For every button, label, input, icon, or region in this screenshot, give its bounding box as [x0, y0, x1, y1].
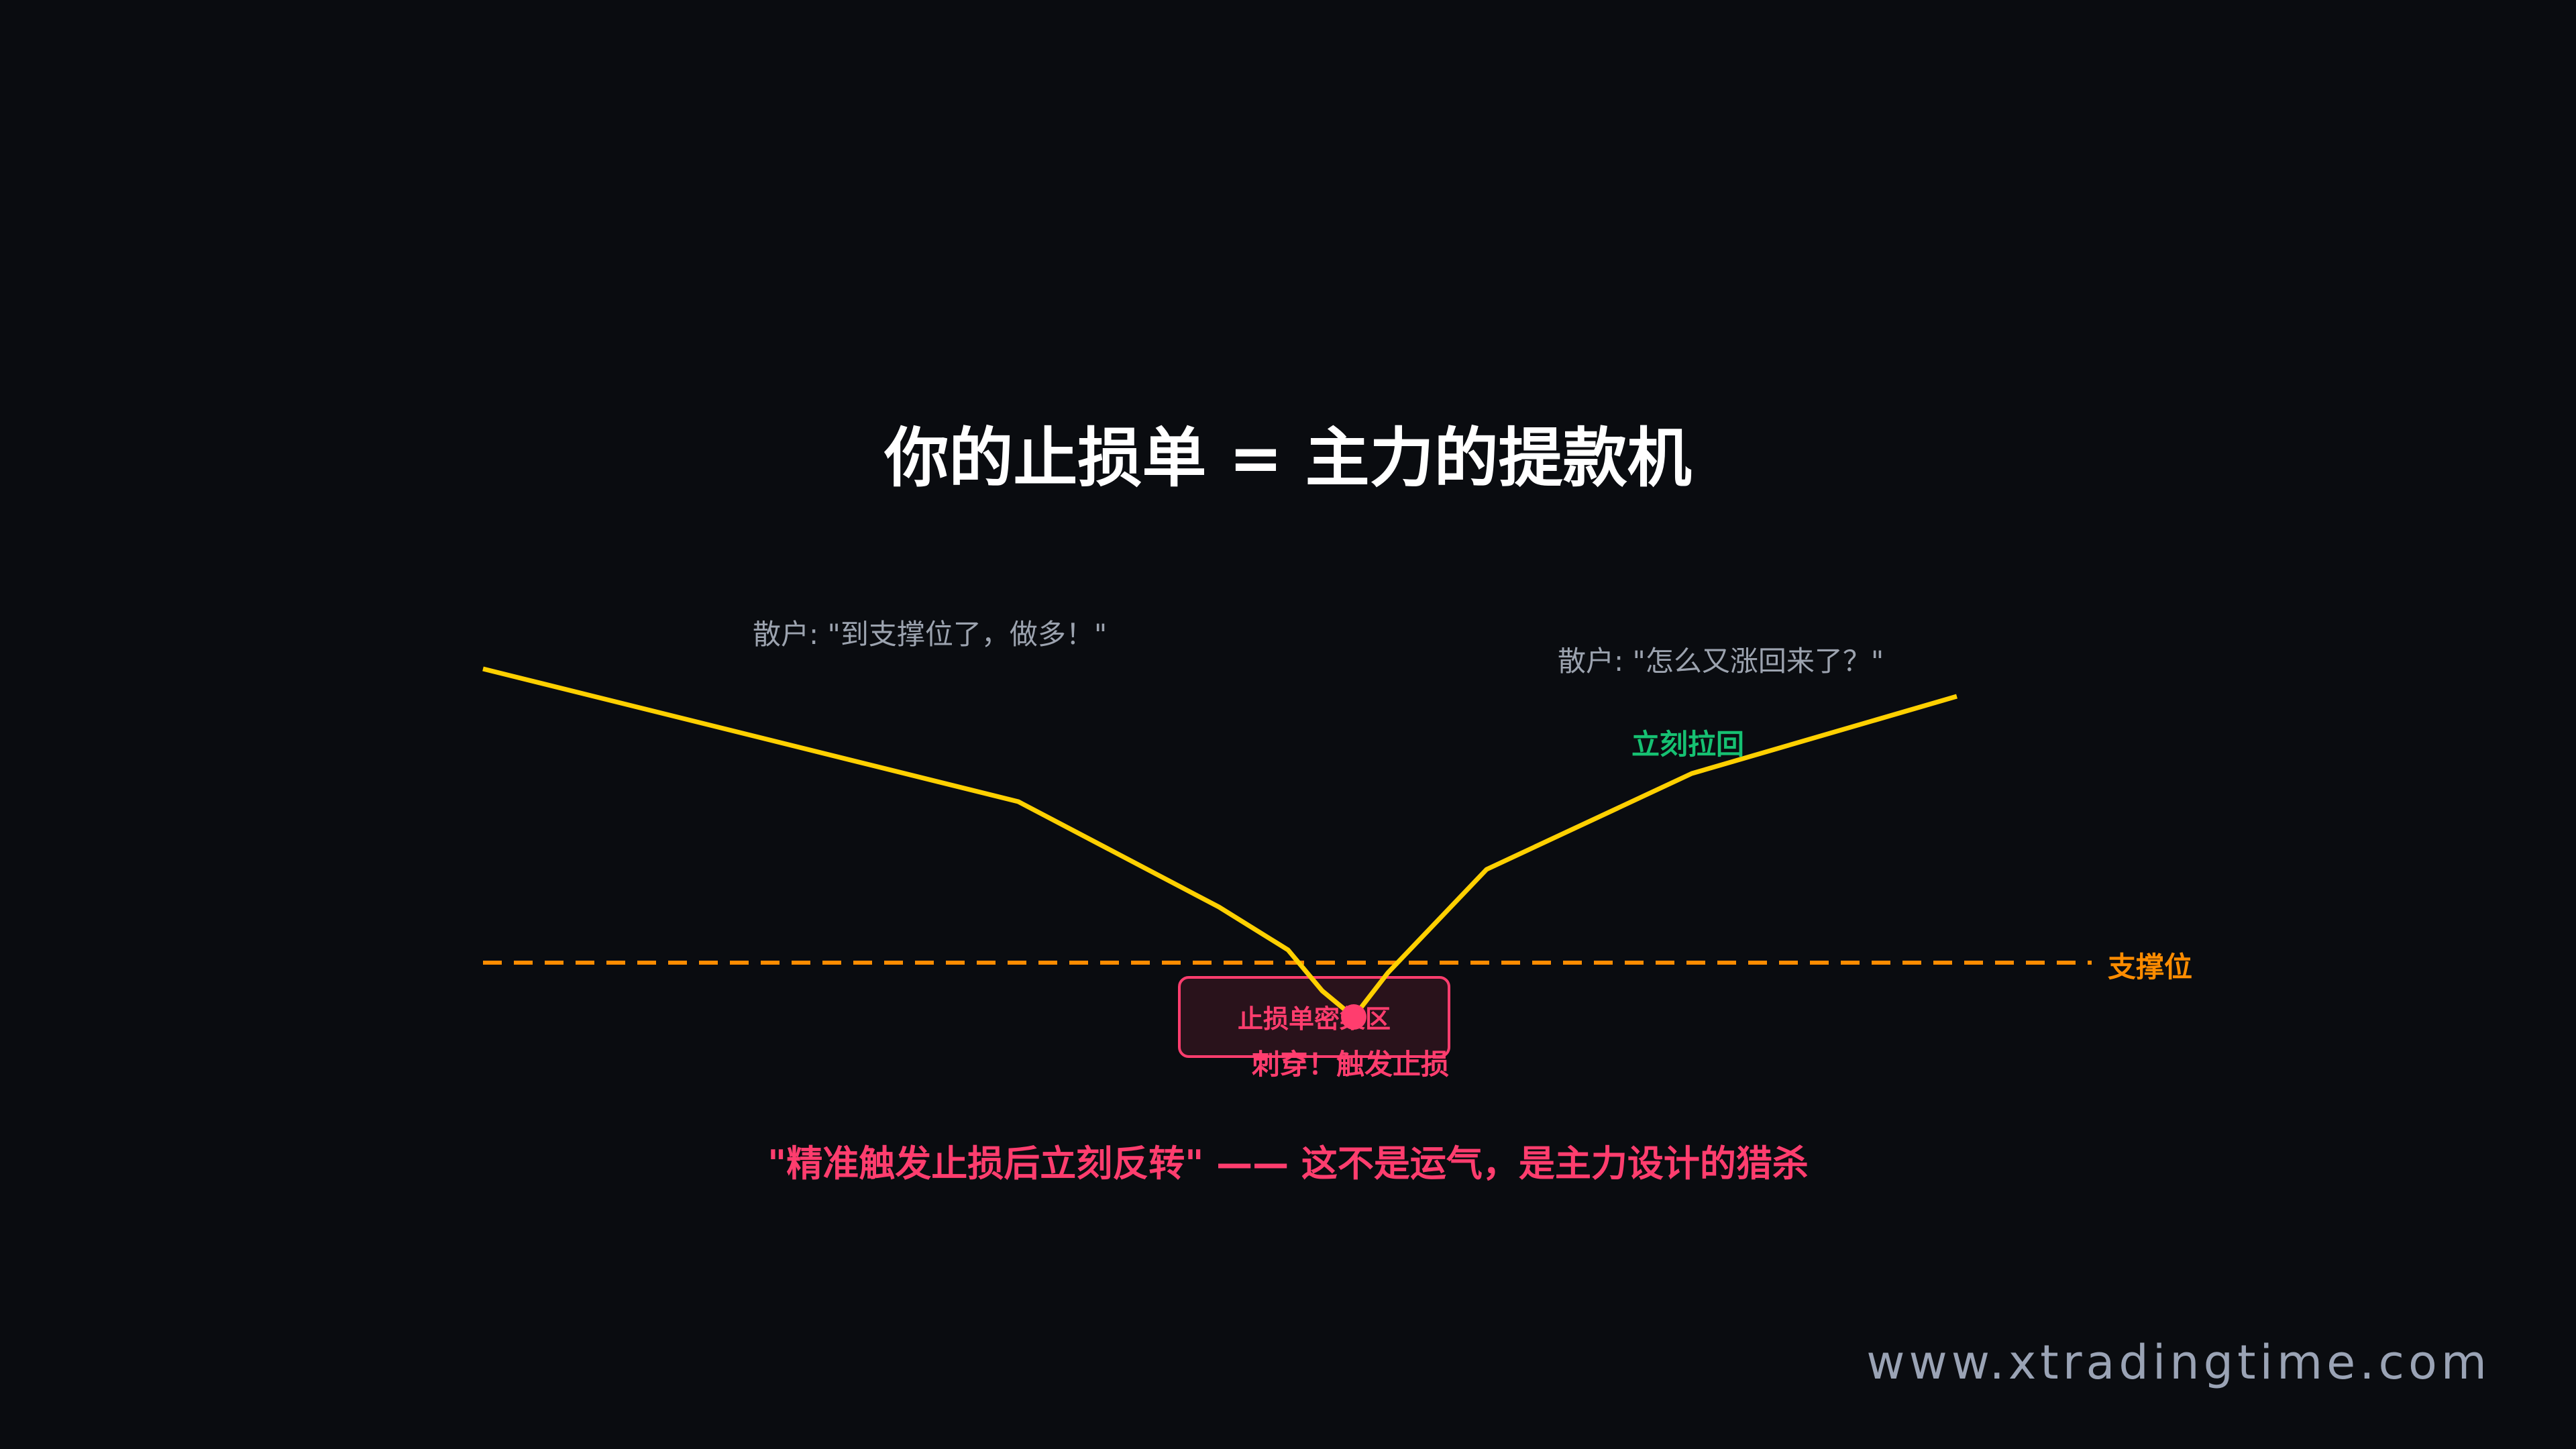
support-label: 支撑位 — [2108, 951, 2193, 983]
retail-quote-left: 散户: "到支撑位了，做多！" — [753, 618, 1108, 651]
price-line — [482, 666, 1957, 1020]
watermark: www.xtradingtime.com — [1866, 1335, 2491, 1390]
pullback-label: 立刻拉回 — [1631, 728, 1745, 761]
pierce-label: 刺穿！触发止损 — [1252, 1048, 1450, 1081]
stop-loss-zone-box — [1178, 976, 1450, 1058]
stop-zone-label: 止损单密集区 — [1237, 1004, 1391, 1034]
page-title: 你的止损单 = 主力的提款机 — [884, 421, 1692, 496]
caption: "精准触发止损后立刻反转" —— 这不是运气，是主力设计的猎杀 — [767, 1142, 1809, 1185]
retail-quote-right: 散户: "怎么又涨回来了？" — [1558, 645, 1884, 678]
stop-hit-point — [1341, 1004, 1366, 1030]
